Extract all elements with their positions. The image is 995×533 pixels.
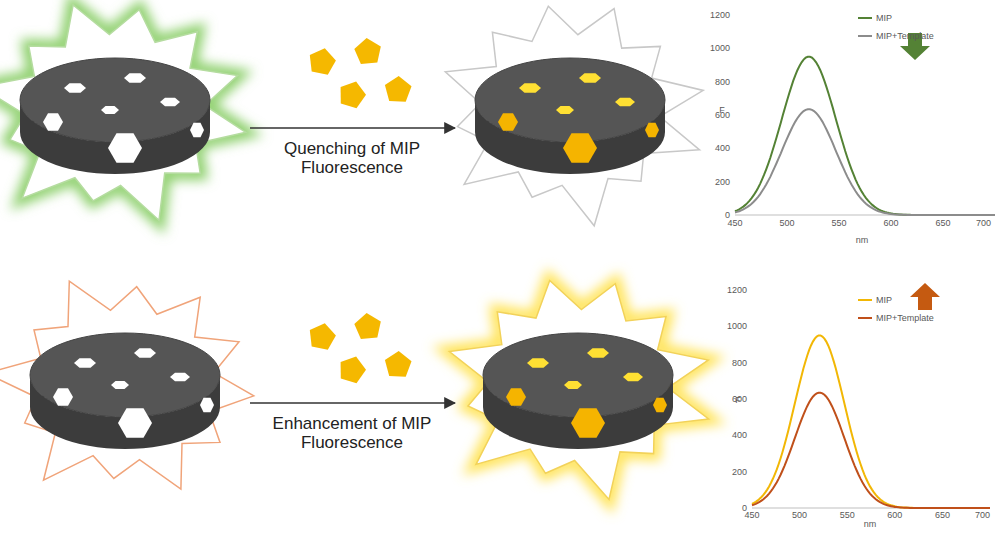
cavity bbox=[579, 73, 601, 83]
legend-line bbox=[858, 35, 872, 37]
spectrum-curve bbox=[735, 57, 995, 215]
legend-line bbox=[858, 17, 872, 19]
template-molecule bbox=[385, 76, 412, 102]
legend-line bbox=[858, 299, 872, 301]
cavity bbox=[645, 123, 659, 138]
legend-text: MIP bbox=[876, 13, 892, 23]
cavity bbox=[74, 358, 96, 368]
spectrum-curve bbox=[735, 109, 995, 215]
template-molecule bbox=[310, 48, 336, 74]
tick-label: 1000 bbox=[710, 43, 730, 53]
cavity bbox=[101, 106, 119, 114]
axis-label: F bbox=[735, 395, 741, 405]
cavity bbox=[43, 113, 63, 130]
spectrum-curve bbox=[752, 336, 990, 509]
tick-label: 700 bbox=[976, 218, 991, 228]
star-burst bbox=[445, 6, 703, 226]
template-molecule bbox=[341, 357, 366, 384]
tick-label: 500 bbox=[792, 510, 807, 520]
cavity bbox=[506, 388, 526, 405]
tick-label: 550 bbox=[832, 218, 847, 228]
tick-label: 200 bbox=[715, 177, 730, 187]
legend-line bbox=[858, 317, 872, 319]
glow-stars bbox=[0, 5, 709, 500]
template-molecule bbox=[354, 313, 381, 339]
disc-top bbox=[20, 58, 210, 142]
cavity bbox=[190, 123, 204, 138]
template-molecules bbox=[310, 38, 412, 383]
tick-label: 550 bbox=[840, 510, 855, 520]
legend-text: MIP+Template bbox=[876, 31, 934, 41]
tick-label: 450 bbox=[728, 218, 743, 228]
cavity bbox=[519, 83, 541, 93]
cavity bbox=[200, 398, 214, 413]
mip-disc bbox=[30, 333, 220, 449]
increase-arrow bbox=[910, 283, 940, 310]
tick-label: 500 bbox=[780, 218, 795, 228]
cavity bbox=[160, 98, 180, 107]
template-molecule bbox=[354, 38, 381, 64]
axis-label: nm bbox=[864, 519, 877, 529]
disc-top bbox=[475, 58, 665, 142]
legend-text: MIP bbox=[876, 295, 892, 305]
spectrum-curve bbox=[752, 393, 990, 508]
cavity bbox=[571, 408, 605, 437]
star-burst bbox=[0, 5, 246, 220]
reaction-arrow bbox=[250, 402, 455, 404]
cavity bbox=[556, 106, 574, 114]
cavity bbox=[111, 381, 129, 389]
legend-text: MIP+Template bbox=[876, 313, 934, 323]
tick-label: 1200 bbox=[727, 285, 747, 295]
disc-top bbox=[30, 333, 220, 417]
step-label: Quenching of MIP Fluorescence bbox=[277, 139, 427, 178]
cavity bbox=[527, 358, 549, 368]
tick-label: 800 bbox=[732, 358, 747, 368]
template-molecule bbox=[385, 351, 412, 377]
star-burst bbox=[0, 281, 254, 489]
mip-disc bbox=[483, 333, 673, 449]
axis-label: F bbox=[719, 105, 725, 115]
cavity bbox=[108, 133, 142, 162]
tick-label: 800 bbox=[715, 77, 730, 87]
cavity bbox=[623, 373, 643, 382]
tick-label: 600 bbox=[887, 510, 902, 520]
glow bbox=[0, 5, 246, 220]
tick-label: 700 bbox=[975, 510, 990, 520]
template-molecule bbox=[341, 82, 366, 109]
mip-disc bbox=[20, 58, 210, 174]
tick-label: 1000 bbox=[727, 321, 747, 331]
disc-top bbox=[483, 333, 673, 417]
template-molecule bbox=[310, 323, 336, 349]
cavity bbox=[170, 373, 190, 382]
tick-label: 450 bbox=[745, 510, 760, 520]
reaction-arrow bbox=[250, 127, 455, 129]
cavity bbox=[118, 408, 152, 437]
step-label: Enhancement of MIP Fluorescence bbox=[262, 414, 442, 453]
glow bbox=[449, 281, 708, 500]
tick-label: 650 bbox=[936, 218, 951, 228]
tick-label: 650 bbox=[935, 510, 950, 520]
cavity bbox=[587, 348, 609, 358]
cavity bbox=[64, 83, 86, 93]
axis-label: nm bbox=[856, 235, 869, 245]
cavity bbox=[563, 133, 597, 162]
cavity bbox=[564, 381, 582, 389]
tick-label: 400 bbox=[715, 143, 730, 153]
cavity bbox=[653, 398, 667, 413]
cavity bbox=[134, 348, 156, 358]
tick-label: 200 bbox=[732, 467, 747, 477]
mip-disc bbox=[475, 58, 665, 174]
cavity bbox=[53, 388, 73, 405]
cavity bbox=[615, 98, 635, 107]
star-burst bbox=[449, 281, 708, 500]
cavity bbox=[498, 113, 518, 130]
spectra-charts bbox=[735, 18, 995, 508]
tick-label: 1200 bbox=[710, 10, 730, 20]
cavity bbox=[124, 73, 146, 83]
tick-label: 400 bbox=[732, 430, 747, 440]
mip-discs bbox=[20, 58, 673, 449]
tick-label: 600 bbox=[884, 218, 899, 228]
